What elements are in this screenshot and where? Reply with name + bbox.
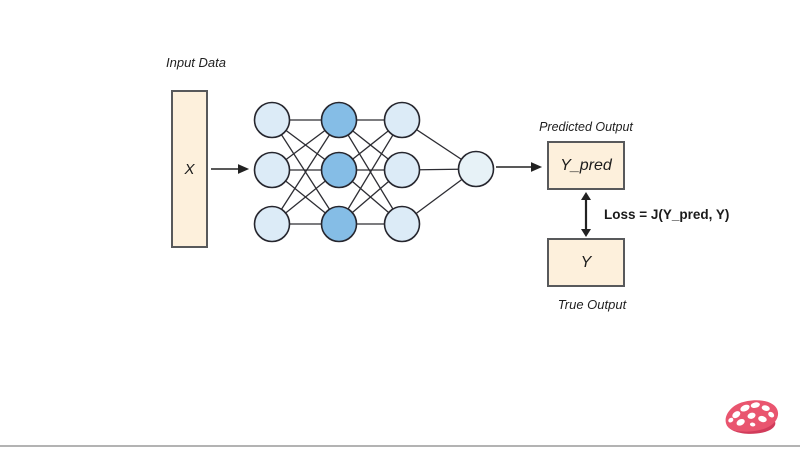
- neuron-hidden-1: [253, 205, 291, 243]
- brain-logo-holes: [728, 402, 775, 427]
- connection-line: [338, 119, 403, 225]
- loss-label: Loss = J(Y_pred, Y): [604, 207, 730, 222]
- y-true-box-label: Y: [580, 253, 592, 271]
- neuron-hidden-2: [320, 151, 358, 189]
- neuron-hidden-2: [320, 101, 358, 139]
- input-data-label: Input Data: [166, 55, 226, 70]
- footer-divider-line: [0, 445, 800, 447]
- neuron-hidden-1: [253, 101, 291, 139]
- loss-arrow: [581, 192, 591, 237]
- neuron-hidden-3: [383, 151, 421, 189]
- predicted-output-label: Predicted Output: [539, 120, 633, 134]
- neuron-hidden-2: [320, 205, 358, 243]
- brain-logo: [725, 400, 779, 434]
- neuron-hidden-1: [253, 151, 291, 189]
- input-x-box-label: X: [184, 160, 195, 178]
- input-x-box: X: [171, 90, 208, 248]
- neuron-hidden-3: [383, 205, 421, 243]
- true-output-label: True Output: [557, 297, 627, 312]
- neuron-hidden-3: [383, 101, 421, 139]
- connection-line: [271, 119, 340, 225]
- y-pred-box-label: Y_pred: [560, 156, 612, 174]
- neuron-output: [457, 150, 495, 188]
- y-pred-box: Y_pred: [547, 141, 625, 190]
- y-true-box: Y: [547, 238, 625, 287]
